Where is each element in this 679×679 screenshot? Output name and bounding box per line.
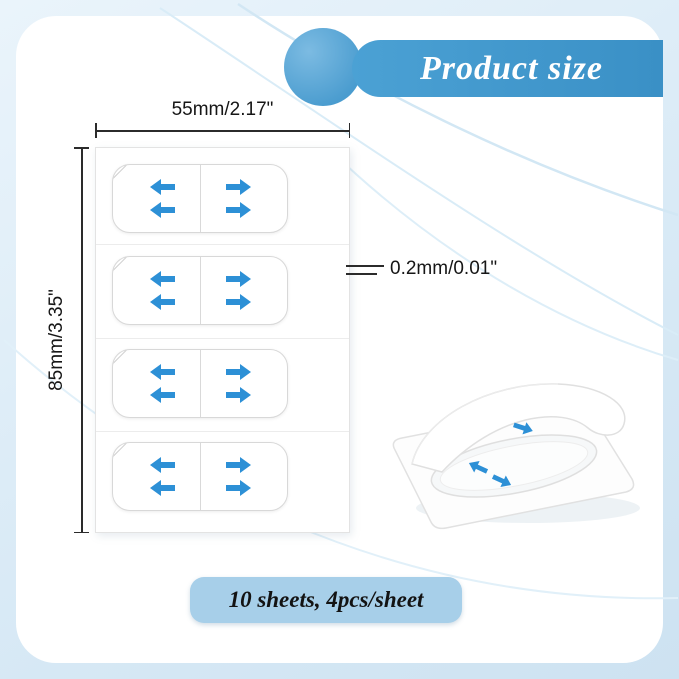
arrow-left-icon	[149, 387, 175, 403]
sticker-left-half	[118, 350, 205, 417]
arrow-right-icon	[225, 202, 251, 218]
sticker-row-2	[112, 256, 288, 325]
ribbon-accent-circle	[284, 28, 362, 106]
arrow-right-icon	[225, 480, 251, 496]
sticker-left-half	[118, 443, 205, 510]
width-dimension-label: 55mm/2.17"	[171, 99, 274, 120]
sheet-divider	[96, 338, 349, 339]
sticker-sheet	[95, 147, 350, 533]
arrow-left-icon	[149, 179, 175, 195]
arrow-right-icon	[225, 364, 251, 380]
sticker-right-half	[195, 257, 282, 324]
arrow-left-icon	[149, 202, 175, 218]
sticker-row-3	[112, 349, 288, 418]
sticker-right-half	[195, 443, 282, 510]
sticker-left-half	[118, 257, 205, 324]
sticker-right-half	[195, 165, 282, 232]
peel-illustration	[392, 383, 640, 530]
arrow-left-icon	[149, 457, 175, 473]
sheet-divider	[96, 244, 349, 245]
arrow-left-icon	[149, 480, 175, 496]
sticker-row-1	[112, 164, 288, 233]
arrow-right-icon	[225, 294, 251, 310]
arrow-right-icon	[225, 387, 251, 403]
dimension-tick	[74, 531, 89, 533]
arrow-left-icon	[149, 364, 175, 380]
thickness-line	[346, 265, 384, 267]
height-dimension-label: 85mm/3.35"	[46, 289, 67, 391]
sticker-right-half	[195, 350, 282, 417]
height-dimension-line	[74, 147, 90, 533]
thickness-dimension-label: 0.2mm/0.01"	[390, 258, 498, 279]
sticker-row-4	[112, 442, 288, 511]
page-title: Product size	[420, 49, 603, 87]
arrow-right-icon	[225, 179, 251, 195]
dimension-line	[81, 147, 83, 533]
sheet-divider	[96, 431, 349, 432]
arrow-left-icon	[149, 271, 175, 287]
sheet-count-badge: 10 sheets, 4pcs/sheet	[190, 577, 462, 623]
dimension-tick	[348, 123, 350, 138]
arrow-left-icon	[149, 294, 175, 310]
dimension-line	[95, 130, 350, 132]
sheet-count-label: 10 sheets, 4pcs/sheet	[228, 587, 424, 612]
arrow-right-icon	[225, 457, 251, 473]
arrow-right-icon	[225, 271, 251, 287]
width-dimension-line	[95, 123, 350, 139]
thickness-line	[346, 273, 377, 275]
sticker-left-half	[118, 165, 205, 232]
header-ribbon: Product size	[352, 40, 663, 97]
